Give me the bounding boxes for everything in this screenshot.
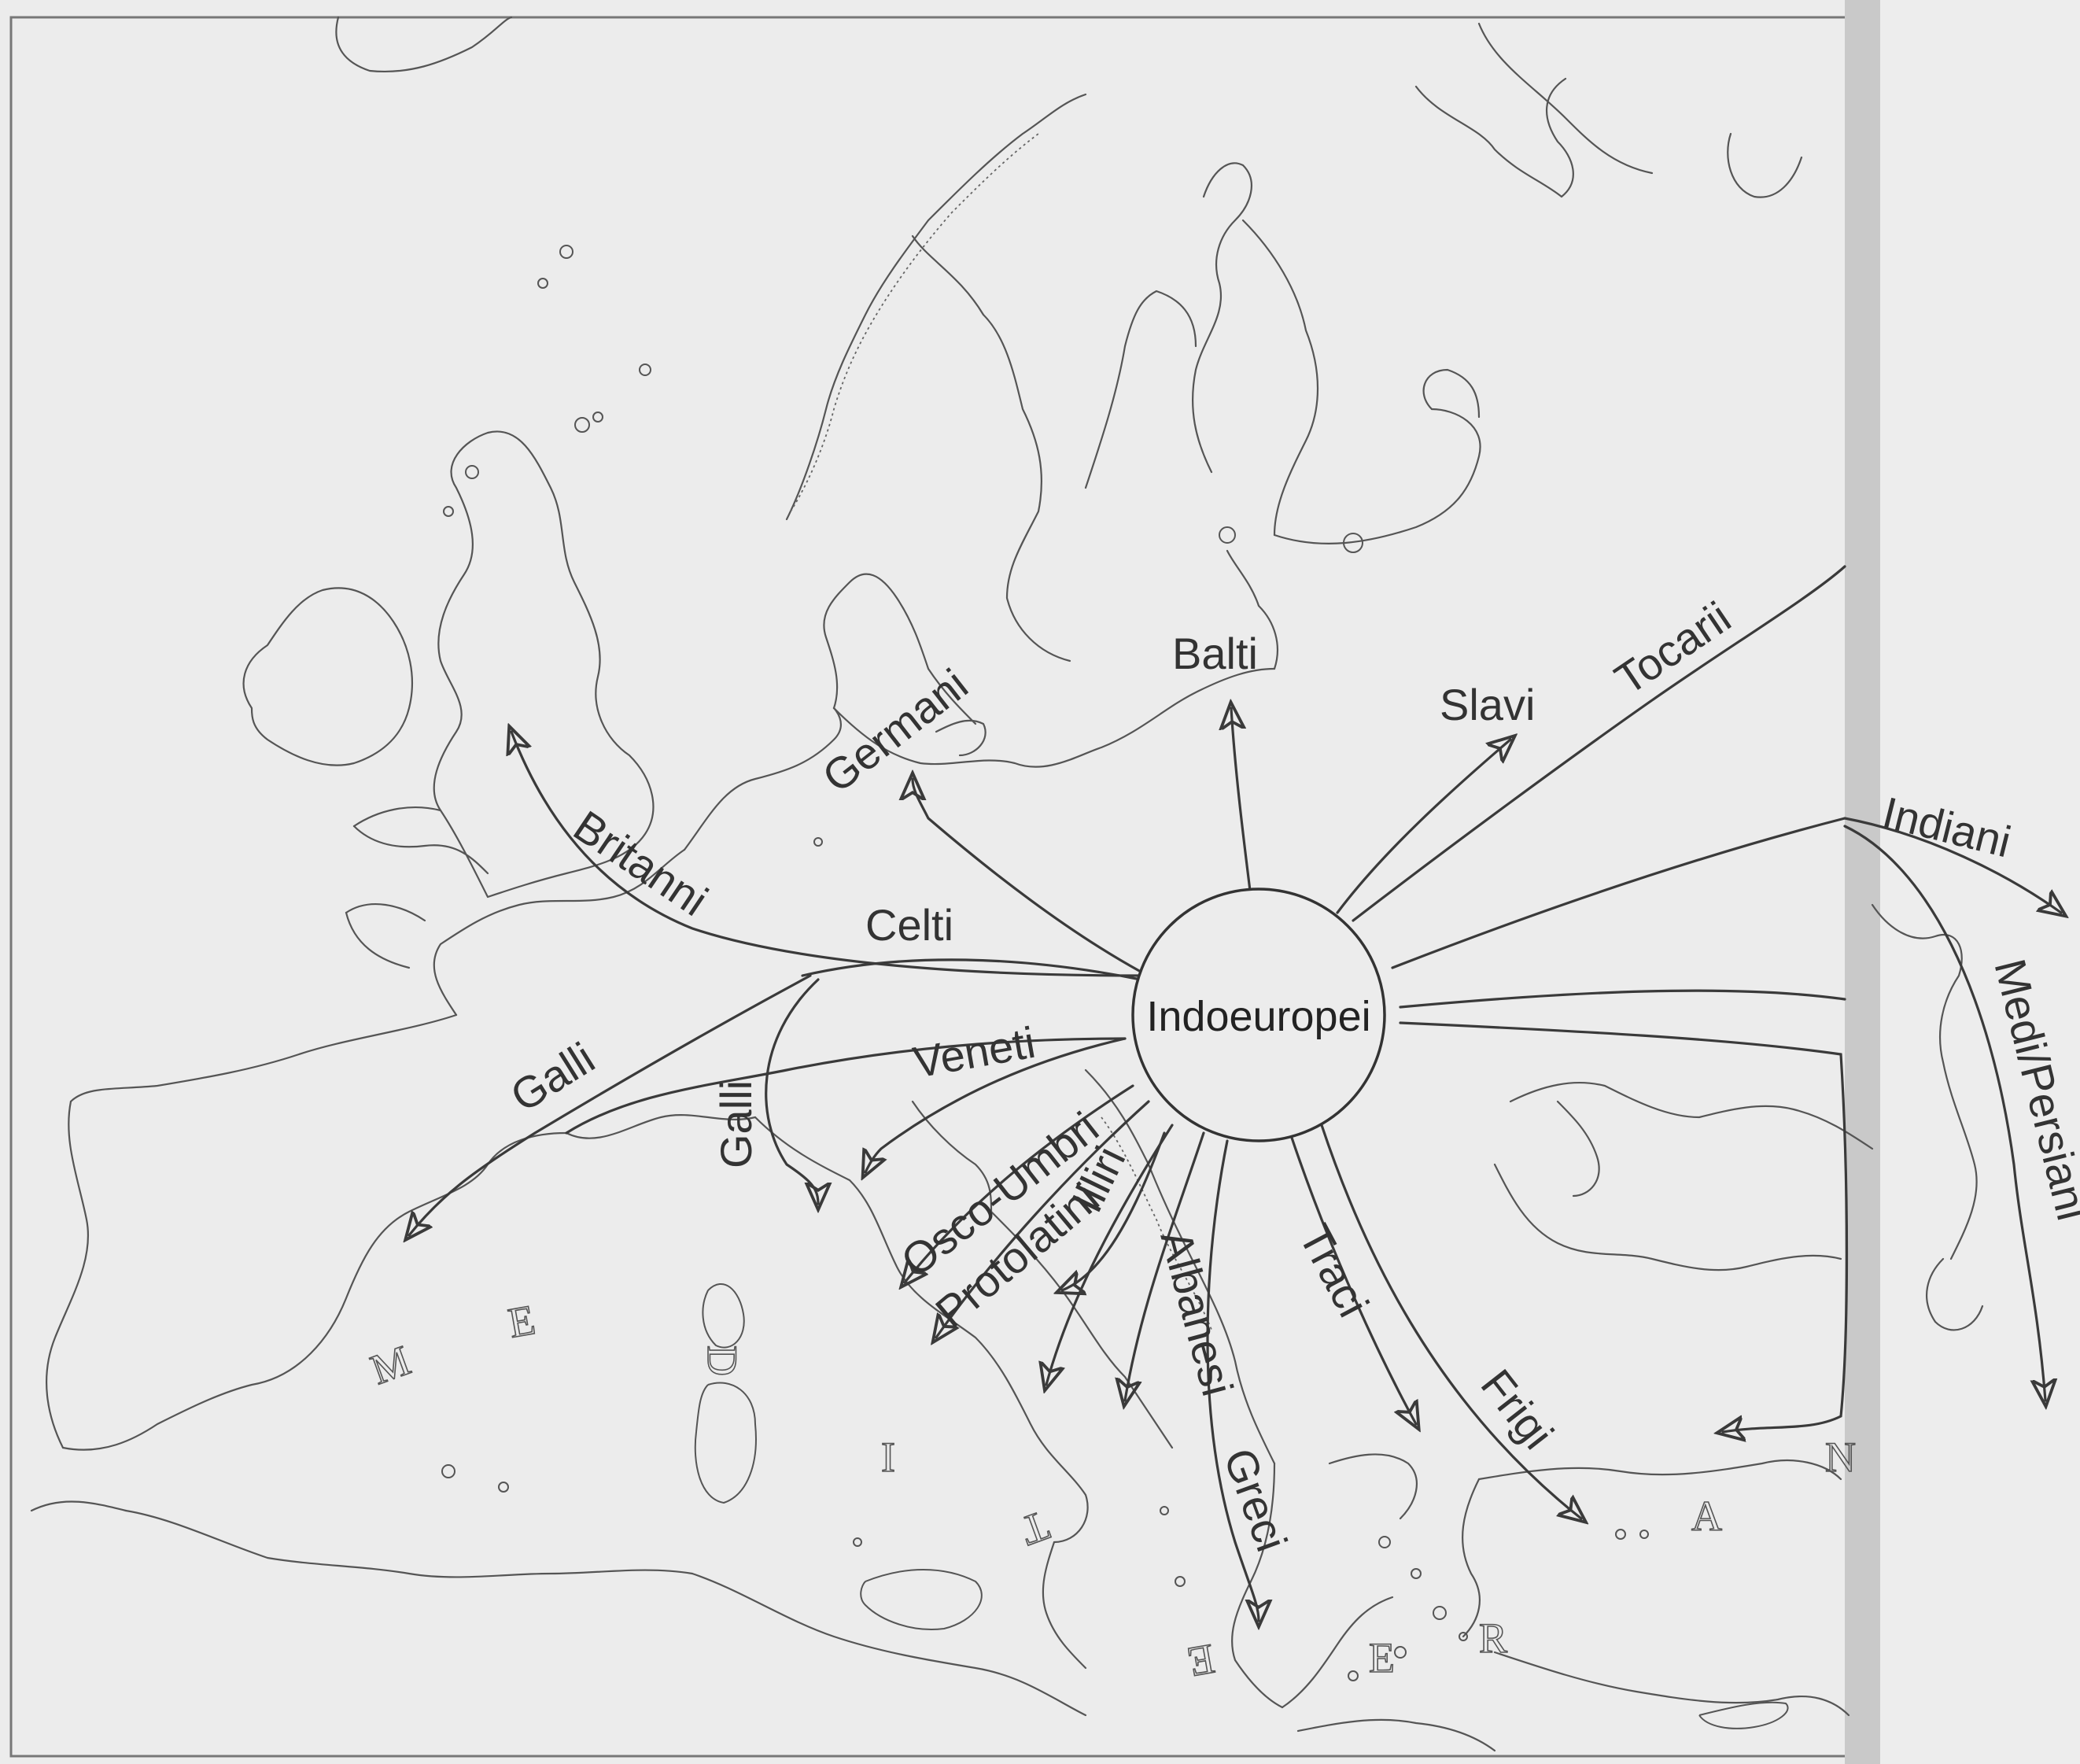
- label-traci: Traci: [1289, 1216, 1378, 1325]
- route-protolatini: [936, 1100, 1150, 1338]
- page-fold-strip: [1845, 0, 1880, 1764]
- label-britanni: Britanni: [565, 801, 717, 925]
- sea-letter-d: D: [699, 1345, 746, 1376]
- right-page-area: [1880, 0, 2080, 1764]
- route-tocarii: [1352, 565, 1846, 922]
- label-balti: Balti: [1172, 629, 1258, 678]
- label-veneti: Veneti: [909, 1017, 1038, 1087]
- label-slavi: Slavi: [1440, 680, 1535, 729]
- sea-letter-i: I: [881, 1434, 895, 1481]
- sea-letter-e2: E: [1184, 1635, 1218, 1686]
- route-illiri: [1046, 1124, 1174, 1385]
- route-indiani-cont: [1843, 817, 2061, 913]
- sea-letter-a: A: [1691, 1493, 1722, 1540]
- sea-letter-e1: E: [505, 1296, 539, 1347]
- coastlines: [30, 16, 1984, 1752]
- sea-letter-r: R: [1479, 1615, 1507, 1662]
- origin-label: Indoeuropei: [1146, 993, 1370, 1040]
- sea-letter-e3: E: [1369, 1634, 1395, 1681]
- route-germani: [913, 779, 1142, 973]
- route-traci: [1289, 1131, 1416, 1424]
- sea-letter-t: T: [1015, 1502, 1056, 1555]
- route-medi: [1399, 989, 1846, 1009]
- route-anatolia: [1399, 1021, 1849, 1432]
- route-celti: [801, 958, 1142, 981]
- label-celti: Celti: [865, 900, 953, 950]
- map-frame: [9, 16, 1860, 1758]
- route-balti: [1231, 708, 1252, 899]
- label-galli-south: Galli: [711, 1080, 761, 1168]
- route-greci: [1206, 1139, 1259, 1621]
- sea-name-letters: M E D I T E R A N E: [364, 1295, 1857, 1687]
- route-indiani: [1391, 817, 1846, 969]
- route-medi-cont: [1843, 825, 2045, 1400]
- route-osco: [905, 1084, 1134, 1282]
- label-frigi: Frigi: [1472, 1360, 1564, 1459]
- route-galli-west: [409, 974, 812, 1235]
- sea-letter-n: N: [1825, 1434, 1856, 1481]
- route-veneti: [865, 1037, 1127, 1172]
- route-britanni: [511, 732, 1142, 977]
- label-greci: Greci: [1215, 1442, 1297, 1558]
- route-galli-south: [765, 978, 818, 1204]
- migration-routes: [409, 565, 2061, 1621]
- label-galli-west: Galli: [502, 1032, 603, 1121]
- origin-circle: Indoeuropei: [1131, 888, 1386, 1142]
- label-albanesi: Albanesi: [1151, 1225, 1242, 1401]
- route-veneti-left: [565, 1037, 1127, 1135]
- route-illiri-loop: [1062, 1131, 1166, 1290]
- route-slavi: [1336, 740, 1510, 914]
- route-albanesi: [1125, 1131, 1205, 1400]
- route-frigi: [1320, 1124, 1581, 1519]
- sea-letter-m: M: [365, 1336, 417, 1393]
